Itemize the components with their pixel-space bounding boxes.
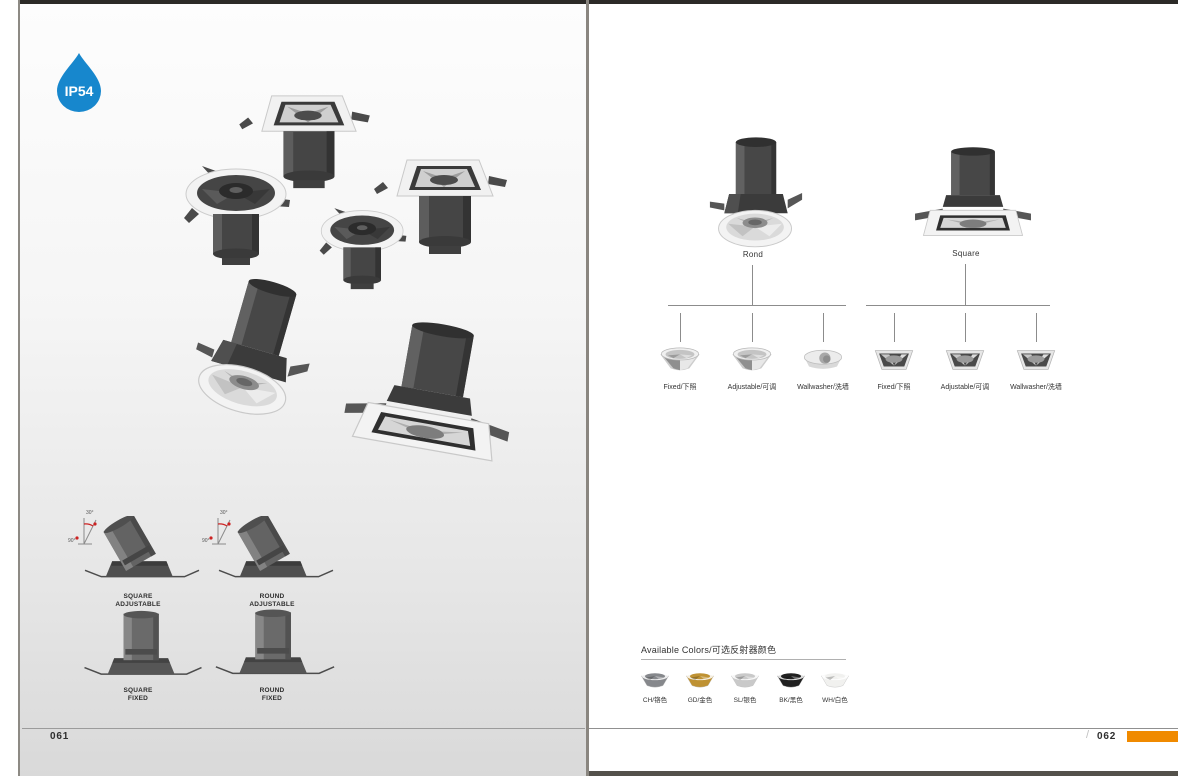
color-swatch-label: CH/铬色: [642, 697, 668, 704]
connector-branch: [1036, 313, 1037, 342]
label-line2: FIXED: [261, 695, 283, 702]
color-swatch-label: BK/黑色: [779, 697, 803, 704]
color-swatch-label: GD/金色: [687, 697, 713, 704]
connector-branch: [752, 313, 753, 342]
right-page-number: 062: [1097, 731, 1117, 742]
color-swatch-gold: [684, 670, 716, 690]
variant-label: Adjustable/可调: [940, 384, 990, 391]
label-line1: SQUARE: [123, 687, 153, 694]
left-page-edge-line: [18, 0, 20, 776]
reflector-thumb-round-adjustable: [728, 346, 776, 374]
connector-stem-square: [965, 264, 966, 305]
product-render-round-top-left: [182, 164, 292, 268]
tilt-angle-value: 30°: [220, 510, 228, 516]
product-render-square-adjustable: [80, 516, 204, 592]
color-swatch-chrome: [639, 670, 671, 690]
variant-label: Wallwasher/洗墙: [797, 384, 849, 391]
connector-branch: [965, 313, 966, 342]
base-angle-value: 90°: [68, 538, 76, 544]
page-divider-line: [586, 0, 589, 776]
connector-rail-square: [866, 305, 1050, 306]
right-page-background: [589, 4, 1178, 771]
color-swatch-label: WH/白色: [822, 697, 848, 704]
product-render-round-adjustable: [214, 516, 338, 592]
water-drop-icon: [57, 53, 101, 112]
family-label-square: Square: [952, 249, 980, 258]
reflector-thumb-round-fixed: [656, 346, 704, 374]
product-label-square-adjustable: SQUARE ADJUSTABLE: [94, 593, 182, 609]
tilt-angle-value: 30°: [86, 510, 94, 516]
label-line2: ADJUSTABLE: [115, 601, 161, 608]
connector-branch: [894, 313, 895, 342]
ip54-badge: IP54: [57, 53, 101, 112]
left-footer-rule: [22, 728, 585, 729]
family-label-rond: Rond: [742, 250, 764, 259]
ip-rating-text: IP54: [65, 83, 94, 99]
label-line1: ROUND: [259, 687, 285, 694]
product-label-round-fixed: ROUND FIXED: [228, 687, 316, 703]
reflector-thumb-square-fixed: [870, 346, 918, 374]
accent-orange-bar: [1127, 731, 1178, 742]
available-colors-title: Available Colors/可选反射器颜色: [641, 645, 777, 655]
color-swatch-white: [819, 670, 851, 690]
color-swatch-black: [775, 670, 807, 690]
label-line2: ADJUSTABLE: [249, 601, 295, 608]
color-swatch-label: SL/银色: [733, 697, 757, 704]
variant-label: Adjustable/可调: [727, 384, 777, 391]
variant-label: Wallwasher/洗墙: [1010, 384, 1062, 391]
available-colors-rule: [641, 659, 846, 660]
reflector-thumb-round-wallwasher: [799, 346, 847, 374]
product-label-square-fixed: SQUARE FIXED: [94, 687, 182, 703]
left-page-number: 061: [50, 731, 70, 742]
color-swatch-silver: [729, 670, 761, 690]
tilt-angle-diagram: 30° 90°: [202, 511, 242, 551]
product-render-square: [910, 146, 1036, 246]
reflector-thumb-square-adjustable: [941, 346, 989, 374]
product-render-round-fixed: [214, 608, 336, 688]
variant-label: Fixed/下照: [663, 384, 697, 391]
reflector-thumb-square-wallwasher: [1012, 346, 1060, 374]
top-border-bar: [18, 0, 1178, 4]
label-line1: ROUND: [259, 593, 285, 600]
variant-label: Fixed/下照: [877, 384, 911, 391]
base-angle-value: 90°: [202, 538, 210, 544]
connector-branch: [680, 313, 681, 342]
page-number-slash: /: [1086, 729, 1090, 741]
label-line1: SQUARE: [123, 593, 153, 600]
right-footer-rule: [589, 728, 1178, 729]
connector-rail-rond: [668, 305, 846, 306]
connector-branch: [823, 313, 824, 342]
product-label-round-adjustable: ROUND ADJUSTABLE: [228, 593, 316, 609]
product-render-rond: [708, 134, 804, 254]
tilt-angle-diagram: 30° 90°: [68, 511, 108, 551]
product-render-square-fixed: [82, 610, 204, 688]
product-render-square-top-right: [372, 154, 514, 262]
label-line2: FIXED: [127, 695, 149, 702]
connector-stem-rond: [752, 265, 753, 305]
right-page-bottom-bar: [589, 771, 1178, 776]
